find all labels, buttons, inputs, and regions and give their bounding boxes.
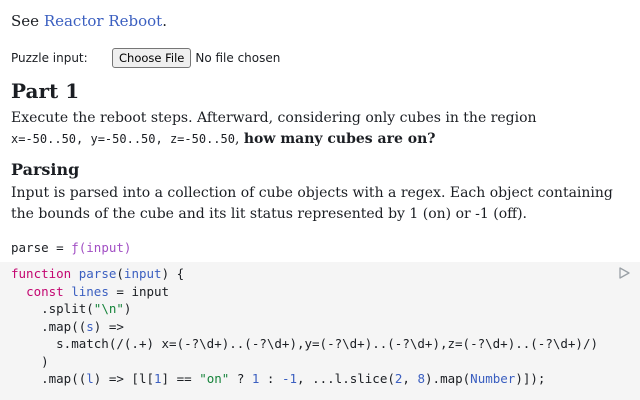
intro-suffix: . [162,12,167,30]
puzzle-input-row: Puzzle input: Choose File No file chosen [11,48,280,68]
part1-question: how many cubes are on? [243,131,436,147]
intro-line: See Reactor Reboot. [11,11,167,31]
code-line: s.match(/(.+) x=(-?\d+)..(-?\d+),y=(-?\d… [56,336,599,351]
play-icon[interactable] [617,266,631,280]
intro-prefix: See [11,12,44,30]
code-editor[interactable]: function parse(input) { const lines = in… [0,262,640,400]
code-line: const lines = input [26,283,170,299]
part1-description: Execute the reboot steps. Afterward, con… [11,108,631,150]
code-line: function parse(input) { [11,266,185,281]
cell-output[interactable]: parse = ƒ(input) [11,239,131,257]
code-text: function parse(input) { const lines = in… [0,262,640,391]
code-line: ) [41,353,49,369]
parsing-heading: Parsing [11,160,80,179]
reactor-reboot-link[interactable]: Reactor Reboot [43,12,163,30]
code-line: .split("\n") [41,301,132,316]
choose-file-button[interactable]: Choose File [112,48,192,68]
part1-sep: , [234,131,244,147]
part1-heading: Part 1 [11,79,80,103]
part1-line1: Execute the reboot steps. Afterward, con… [11,110,537,126]
code-line: .map((l) => [l[1] == "on" ? 1 : -1, ...l… [41,371,546,386]
cell-value: ƒ(input) [71,240,132,255]
parsing-description: Input is parsed into a collection of cub… [11,185,613,222]
file-status: No file chosen [195,51,281,65]
cell-name: parse = [11,240,72,255]
puzzle-input-label: Puzzle input: [11,51,88,65]
code-line: .map((s) => [41,318,124,334]
region-code: x=-50..50, y=-50..50, z=-50..50 [11,132,235,146]
